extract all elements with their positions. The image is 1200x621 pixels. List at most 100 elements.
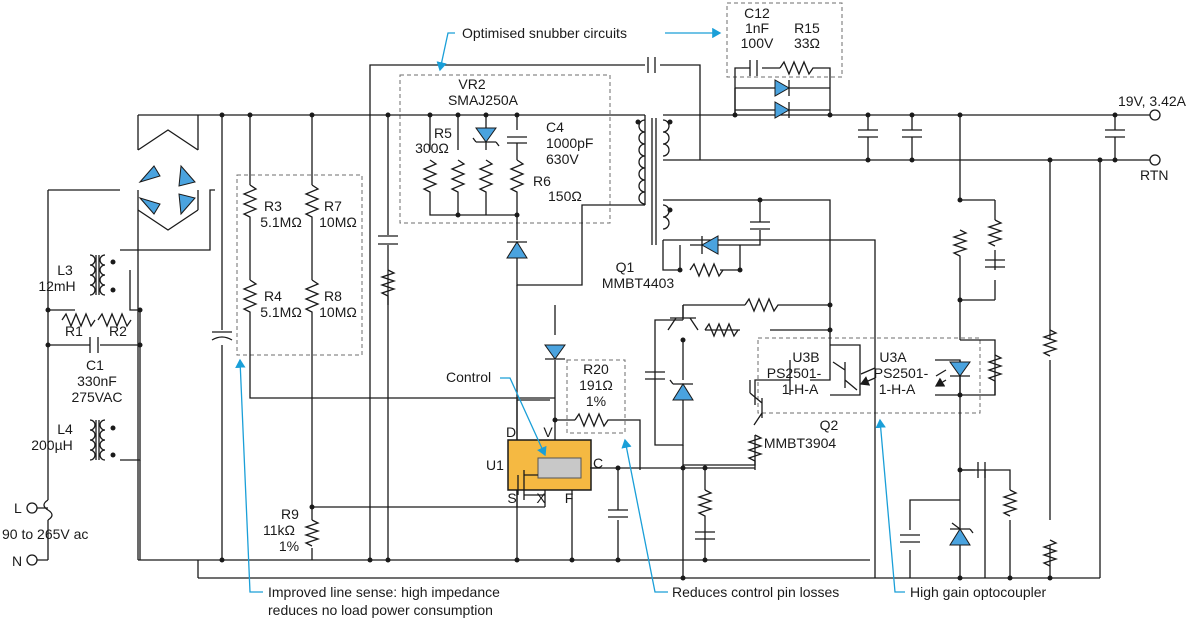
wires (28, 64, 1135, 579)
u1-pin-s: S (507, 490, 516, 506)
r8-resistor (304, 279, 320, 320)
c4-ref: C4 (546, 119, 564, 135)
r3-value: 5.1MΩ (260, 214, 302, 230)
rectifier-diode-2 (774, 101, 791, 119)
input-range-label: 90 to 265V ac (2, 526, 88, 542)
annotation-text: Optimised snubber circuits Improved line… (268, 25, 1047, 618)
r6-value: 150Ω (548, 188, 582, 204)
capacitors (89, 57, 1125, 543)
transformer-secondary (662, 119, 670, 157)
r8-value: 10MΩ (319, 304, 357, 320)
divider-top-resistor (1041, 329, 1059, 357)
diodes (137, 79, 974, 546)
optimised-snubber-label: Optimised snubber circuits (462, 25, 627, 41)
improved-line-sense-label-1: Improved line sense: high impedance (268, 584, 500, 600)
resistors (61, 60, 1059, 567)
r4-resistor (242, 279, 258, 320)
clamp-vr2-box (399, 74, 611, 224)
out-resistor-b (986, 219, 1004, 247)
r9-value: 11kΩ (263, 522, 295, 538)
u1-mosfet (517, 470, 545, 500)
l4-ref: L4 (57, 421, 73, 437)
control-label: Control (446, 369, 491, 385)
r20-tolerance: 1% (586, 393, 606, 409)
vr2-ref: VR2 (458, 76, 485, 92)
r3-ref: R3 (264, 198, 282, 214)
q1-ref: Q1 (616, 259, 635, 275)
r5c-resistor (478, 159, 494, 200)
u3b-suffix: 1-H-A (782, 381, 819, 397)
snubber-block-diode (506, 241, 528, 259)
r9-tolerance: 1% (279, 538, 299, 554)
rectifier-diode-1 (774, 79, 791, 97)
r20-box (566, 359, 626, 434)
bridge-diode-4 (178, 193, 196, 216)
divider-bottom-resistor (1041, 539, 1059, 567)
r9-resistor (303, 519, 321, 547)
q2-part: MMBT3904 (764, 435, 837, 451)
out-resistor-a (951, 229, 969, 300)
improved-line-sense-label-2: reduces no load power consumption (268, 602, 493, 618)
q1-base-resistor (744, 297, 780, 313)
r1-resistor (61, 312, 96, 328)
bridge-diode-1 (138, 165, 161, 183)
high-gain-opto-label: High gain optocoupler (910, 584, 1047, 600)
neutral-label: N (12, 553, 22, 569)
q1-zener (672, 383, 694, 401)
c4-capacitor (507, 136, 527, 144)
c1-rating: 275VAC (71, 389, 122, 405)
r3-resistor (242, 184, 258, 225)
r20-ref: R20 (583, 361, 609, 377)
terminal-labels: 19V, 3.42A RTN L N 90 to 265V ac (2, 93, 1187, 569)
c12-ref: C12 (744, 5, 770, 21)
u1-pin-f: F (565, 490, 574, 506)
r5a-resistor (422, 159, 438, 200)
bridge-diode-2 (178, 164, 196, 187)
u3a-suffix: 1-H-A (879, 381, 916, 397)
r5-ref: R5 (434, 125, 452, 141)
bulk-bleed-resistor (379, 269, 397, 305)
transformer-bias (662, 204, 670, 230)
vr2-part: SMAJ250A (448, 92, 519, 108)
r6-ref: R6 (533, 173, 551, 189)
neutral-terminal (26, 554, 38, 566)
r2-resistor (97, 312, 132, 328)
r4-ref: R4 (264, 288, 282, 304)
transformer-primary (638, 119, 646, 205)
r5-value: 300Ω (415, 140, 449, 156)
r2-ref: R2 (109, 323, 127, 339)
bias-diode-resistor (689, 262, 724, 278)
out-cap-2 (902, 129, 922, 138)
r1-ref: R1 (65, 323, 83, 339)
line-terminal (26, 502, 38, 514)
fuse (43, 499, 53, 521)
component-labels: C12 1nF 100V R15 33Ω VR2 SMAJ250A R5 300… (31, 5, 928, 554)
optocoupler-box (757, 337, 981, 414)
annotation-leaders (235, 27, 905, 593)
c1-capacitor (89, 337, 99, 353)
tl431-shunt (949, 528, 971, 546)
r15-ref: R15 (794, 20, 820, 36)
magnetics (43, 118, 670, 521)
u1-pin-x: X (536, 490, 546, 506)
tl431-cap (900, 534, 920, 543)
r7-value: 10MΩ (319, 214, 357, 230)
q1-part: MMBT4403 (602, 275, 675, 291)
l3-value: 12mH (38, 278, 75, 294)
r7-ref: R7 (324, 198, 342, 214)
bridge-diode-3 (138, 197, 161, 215)
q2-transistor (749, 380, 763, 426)
control-diode (544, 344, 566, 360)
r5b-resistor (450, 159, 466, 200)
u1-pin-c: C (593, 455, 603, 471)
component-labels-left: C4 1000pF 630V R6 150Ω (533, 119, 593, 204)
transistors (667, 305, 763, 426)
c1-ref: C1 (86, 357, 104, 373)
junctions (45, 112, 1118, 581)
c12-voltage: 100V (741, 35, 774, 51)
l4-value: 200µH (31, 437, 73, 453)
u1-core (537, 457, 582, 479)
r6-resistor (509, 159, 525, 200)
opto-resistor (986, 354, 1004, 395)
